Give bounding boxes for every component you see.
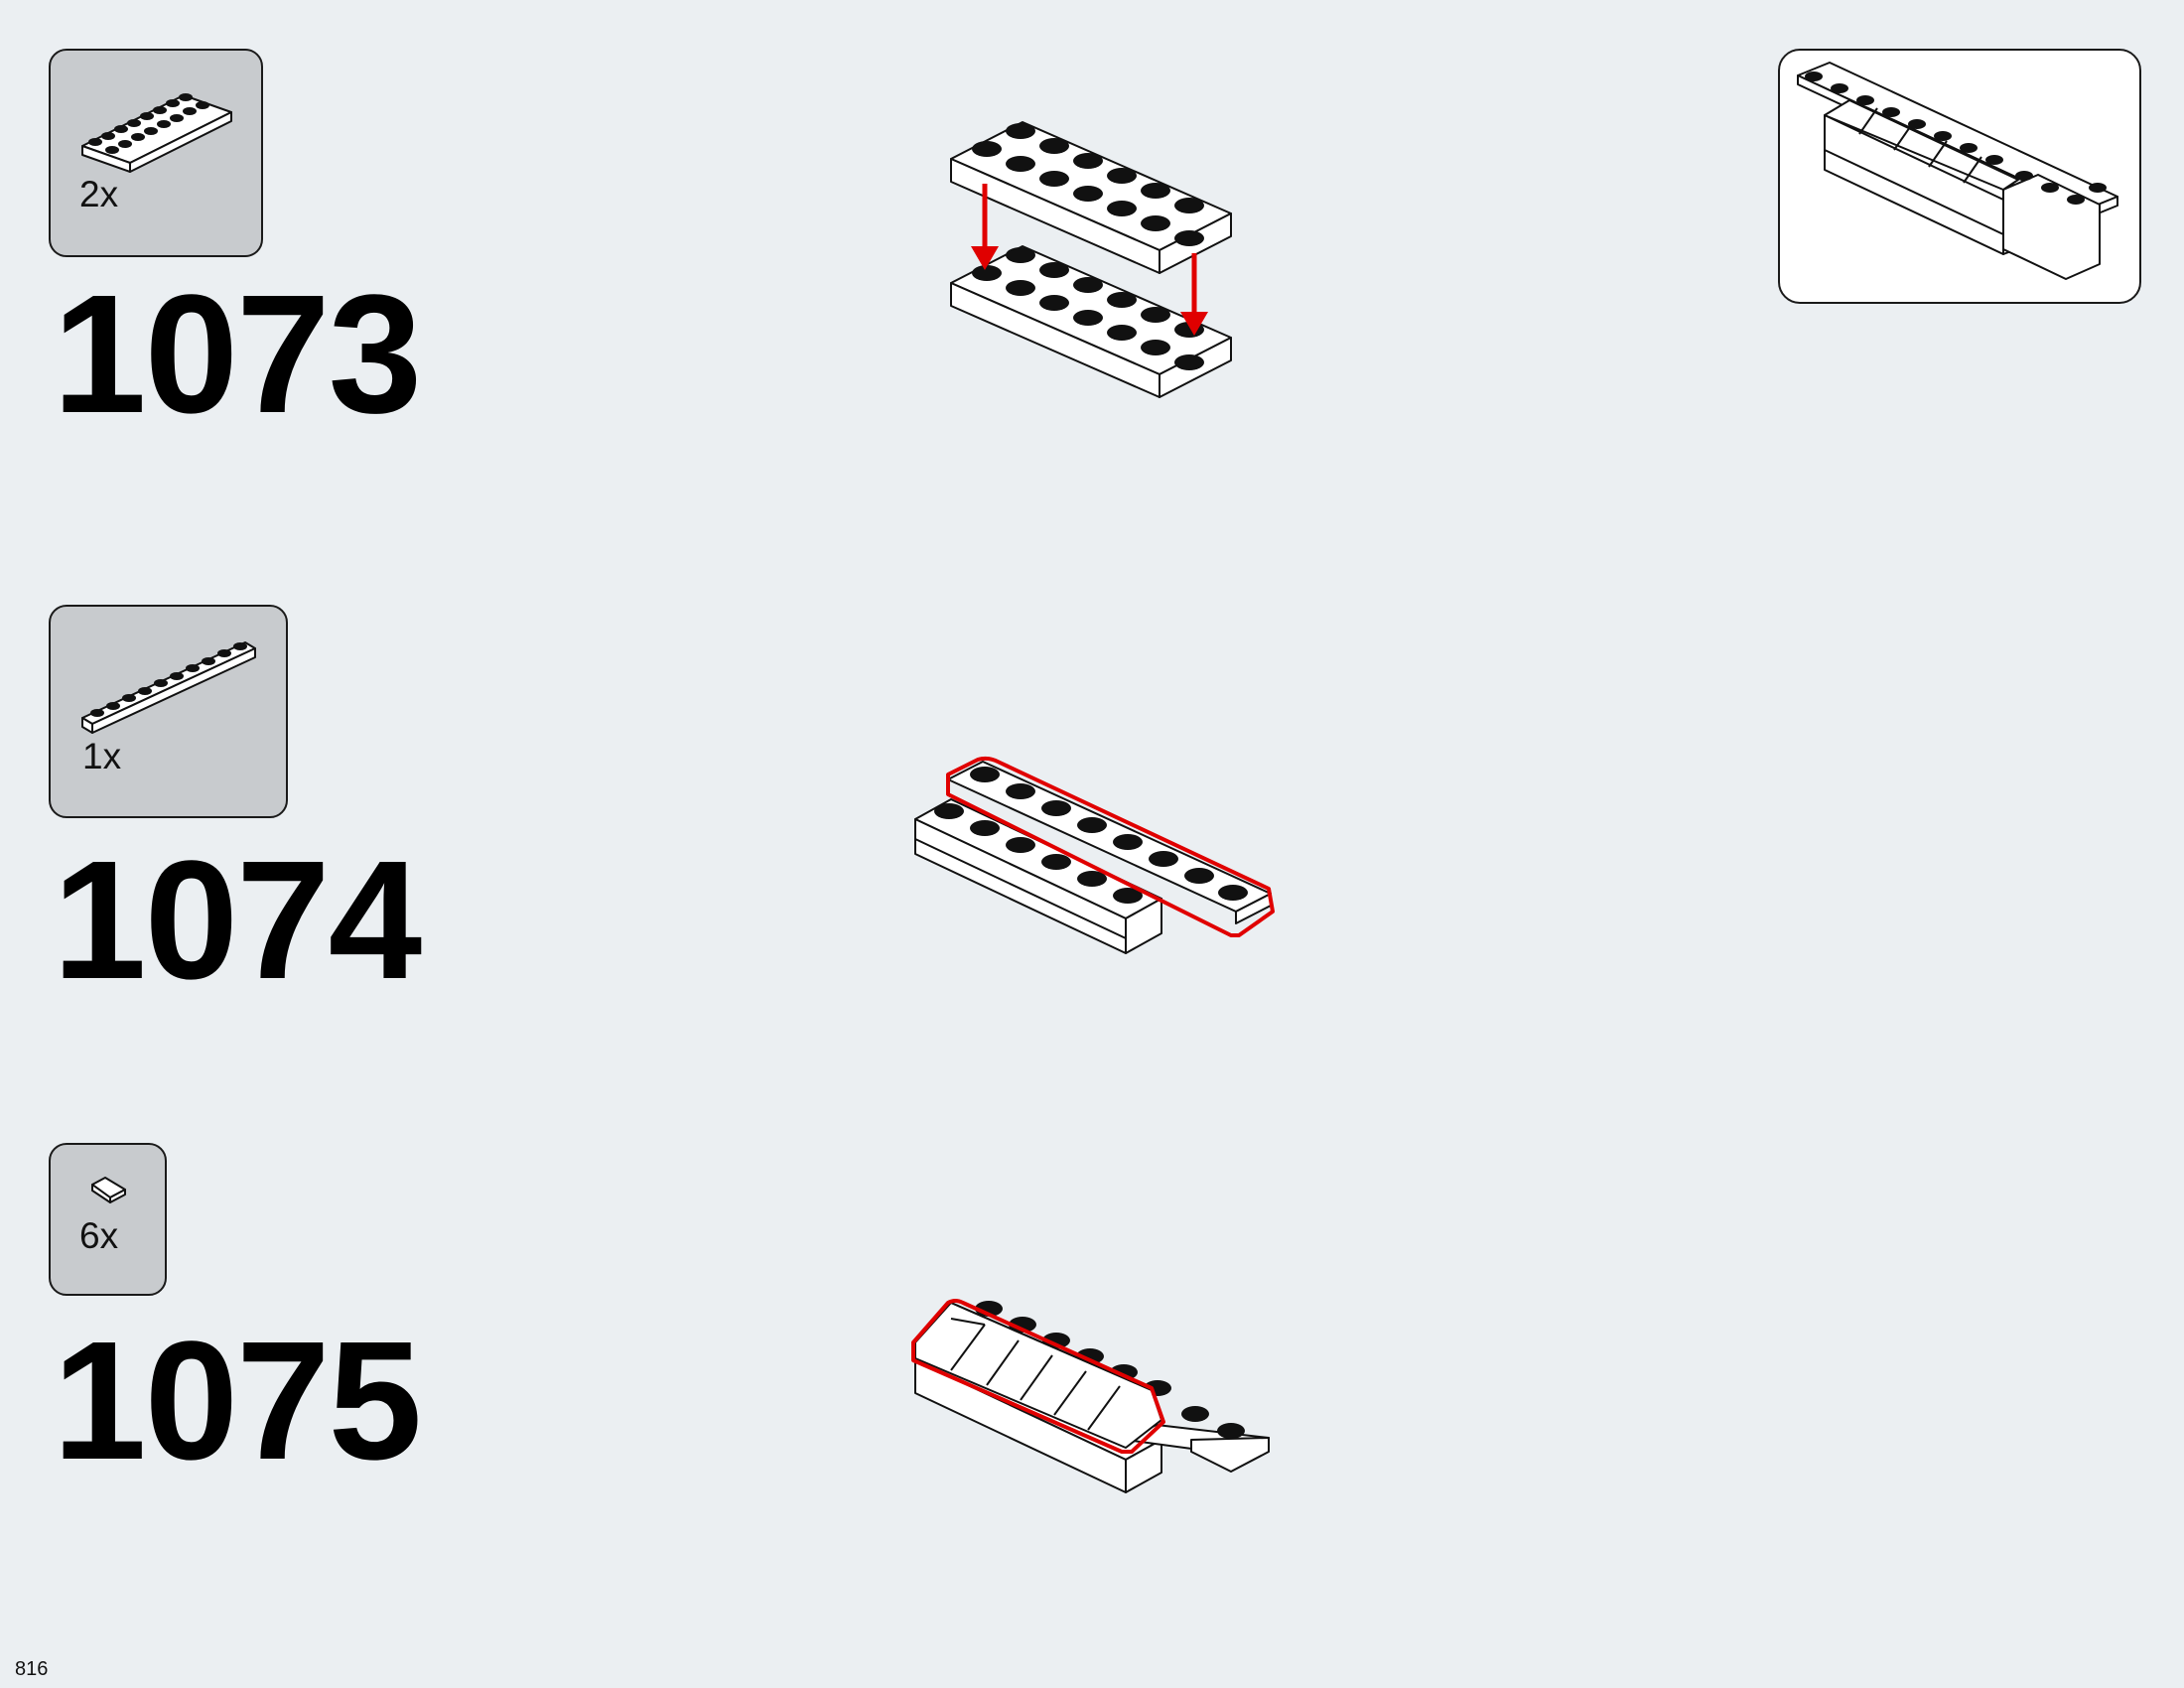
part-quantity: 1x [82,736,122,776]
step-number-1074: 1074 [53,826,422,1015]
assembly-preview [1778,49,2141,304]
page-number: 816 [15,1658,49,1680]
parts-callout-1075: 6x [49,1143,167,1296]
step-1075-illustration [911,1299,1270,1493]
step-number-1073: 1073 [53,260,422,449]
step-number-1075: 1075 [53,1307,422,1495]
parts-callout-1074: 1x [49,605,288,818]
parts-callout-1073: 2x [49,49,263,257]
assembly-preview-model [1797,62,2118,280]
part-quantity: 2x [79,174,119,214]
step-1073-illustration [950,121,1232,398]
plate-2x8-icon [81,93,232,173]
plate-1x10-icon [81,641,256,734]
step-1074-illustration [914,756,1275,954]
part-quantity: 6x [79,1215,119,1256]
slope-tile-icon [91,1177,126,1203]
attach-arrows [971,184,1208,336]
